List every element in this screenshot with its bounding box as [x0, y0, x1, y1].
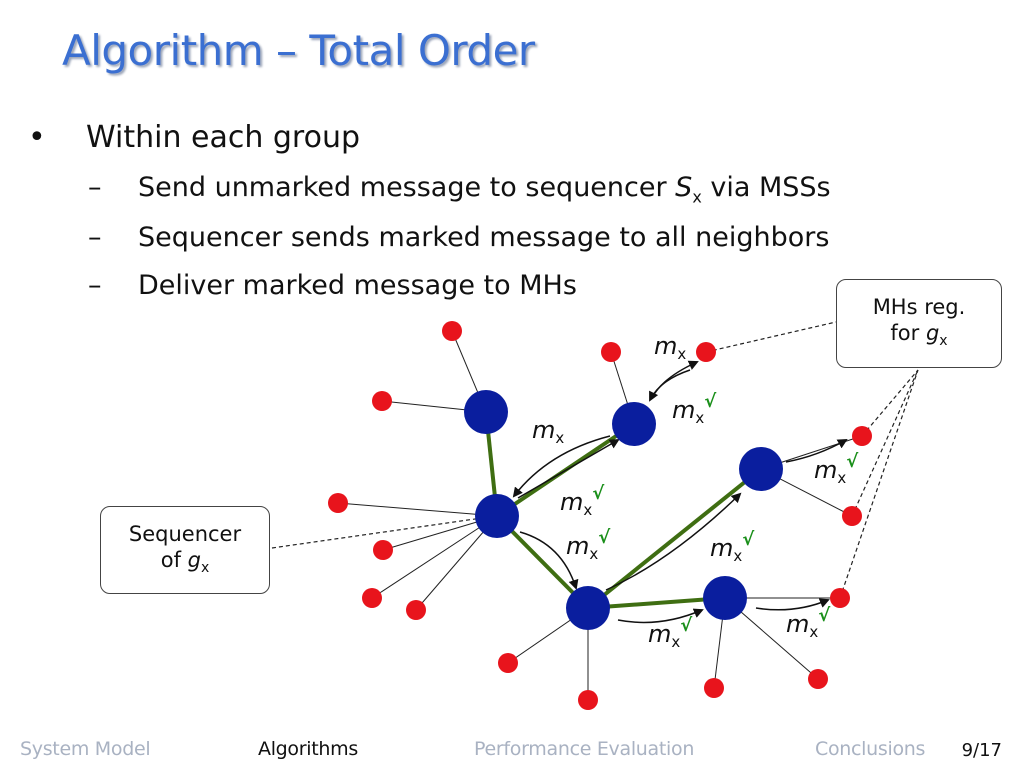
sequencer-node [475, 494, 519, 538]
mh-link [337, 502, 498, 517]
leader-line [705, 321, 837, 353]
msg-label-marked: mx√ [560, 483, 605, 519]
msg-label-marked: mx√ [814, 451, 859, 487]
sub1-text-post: via MSSs [701, 172, 831, 203]
callout-line-2: of gx [160, 548, 210, 577]
mh-node [852, 426, 872, 446]
bullet-item: • Within each group [28, 120, 360, 155]
mh-node [842, 506, 862, 526]
leader-line [861, 369, 919, 437]
leader-line [851, 369, 919, 517]
sub2-text: Sequencer sends marked message to all ne… [138, 222, 830, 253]
msg-label-marked: mx√ [672, 391, 717, 427]
callout-line-2: for gx [890, 321, 948, 350]
mh-node [696, 342, 716, 362]
mss-node [612, 402, 656, 446]
mss-node [566, 586, 610, 630]
mss-nodes [464, 390, 783, 630]
mss-node [703, 576, 747, 620]
message-arrows [512, 360, 848, 624]
callout-line-1: MHs reg. [872, 295, 966, 319]
mh-node [372, 391, 392, 411]
msg-label: mx [654, 332, 686, 363]
mh-node [704, 678, 724, 698]
mh-node [808, 669, 828, 689]
dash-glyph: – [88, 222, 102, 253]
nav-algorithms[interactable]: Algorithms [258, 738, 358, 760]
msg-arrow [512, 435, 611, 498]
sequencer-callout: Sequencer of gx [100, 506, 270, 594]
msg-label-marked: mx√ [648, 615, 693, 651]
nav-conclusions[interactable]: Conclusions [815, 738, 926, 760]
msg-arrow [517, 438, 620, 499]
leader-line [839, 369, 919, 599]
mss-node [739, 447, 783, 491]
msg-label: mx [532, 416, 564, 447]
dash-glyph: – [88, 270, 102, 301]
mh-node [601, 342, 621, 362]
sub1-text-pre: Send unmarked message to sequencer [138, 172, 676, 203]
mh-node [578, 690, 598, 710]
msg-label-marked: mx√ [566, 527, 611, 563]
mh-node [406, 600, 426, 620]
page-number: 9/17 [961, 740, 1002, 761]
sub-bullet-3: – Deliver marked message to MHs [88, 270, 577, 301]
msg-arrow [605, 492, 742, 591]
mh-node [373, 540, 393, 560]
mhs-registered-callout: MHs reg. for gx [836, 279, 1002, 368]
sub3-text: Deliver marked message to MHs [138, 270, 577, 301]
msg-arrow [785, 439, 848, 463]
mh-node [328, 493, 348, 513]
mh-link [371, 515, 498, 599]
mh-nodes [328, 321, 872, 710]
tree-edge [587, 596, 726, 610]
bullet-glyph: • [28, 120, 46, 155]
msg-label-marked: mx√ [786, 605, 831, 641]
nav-system-model[interactable]: System Model [20, 738, 151, 760]
bullet-text: Within each group [86, 120, 361, 155]
sub-bullet-2: – Sequencer sends marked message to all n… [88, 222, 829, 253]
slide-title: Algorithm – Total Order [62, 26, 535, 75]
mh-links [337, 330, 863, 700]
msg-arrow [755, 598, 830, 611]
mh-node [830, 588, 850, 608]
leader-line [271, 515, 497, 549]
mh-node [442, 321, 462, 341]
msg-arrow [617, 608, 704, 624]
sub-bullet-1: – Send unmarked message to sequencer Sx v… [88, 172, 831, 206]
message-labels: mx mx mx√ mx√ mx√ mx√ mx√ mx√ mx√ [532, 332, 859, 651]
sub1-var: Sx [675, 172, 702, 207]
mss-node [464, 390, 508, 434]
msg-label-marked: mx√ [710, 529, 755, 565]
callout-line-1: Sequencer [128, 522, 242, 546]
callout-leaders [271, 321, 919, 599]
mh-node [362, 588, 382, 608]
nav-performance-evaluation[interactable]: Performance Evaluation [474, 738, 695, 760]
mh-node [498, 653, 518, 673]
msg-arrow [519, 531, 579, 590]
msg-arrow [651, 360, 699, 399]
dash-glyph: – [88, 172, 102, 203]
